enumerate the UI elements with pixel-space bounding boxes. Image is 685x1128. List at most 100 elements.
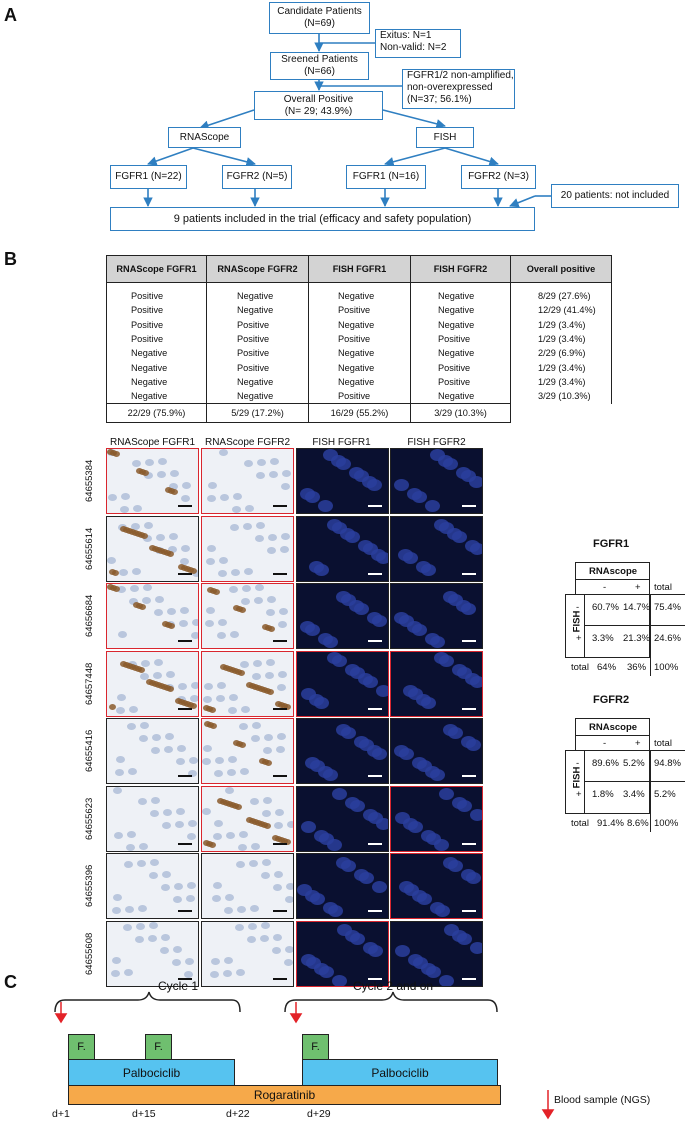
header-fish-fgfr1: FISH FGFR1 bbox=[308, 255, 411, 283]
table-cell: Negative bbox=[410, 389, 511, 404]
table-cell: Negative bbox=[308, 282, 411, 304]
ihc-micrograph bbox=[106, 718, 199, 784]
sample-id-label: 64657448 bbox=[84, 662, 95, 706]
table-cell: 1/29 (3.4%) bbox=[510, 374, 612, 390]
table-cell: Positive bbox=[206, 360, 309, 375]
fish-micrograph bbox=[296, 718, 389, 784]
table-cell: 2/29 (6.9%) bbox=[510, 346, 612, 361]
fish-micrograph bbox=[390, 786, 483, 852]
fgfr2-col-total: 91.4% bbox=[597, 818, 624, 829]
table-cell: Positive bbox=[106, 331, 207, 347]
table-total-cell: 3/29 (10.3%) bbox=[410, 403, 511, 424]
table-cell: Negative bbox=[206, 303, 309, 318]
ihc-micrograph bbox=[201, 448, 294, 514]
ihc-micrograph bbox=[106, 786, 199, 852]
ihc-micrograph bbox=[201, 516, 294, 582]
rogaratinib-bar: Rogaratinib bbox=[68, 1085, 501, 1105]
overall-positive-box: Overall Positive (N= 29; 43.9%) bbox=[254, 91, 383, 120]
candidate-label: Candidate Patients bbox=[277, 6, 362, 17]
rna-fgfr2-box: FGFR2 (N=5) bbox=[222, 165, 292, 189]
ct-border bbox=[584, 625, 685, 627]
included-label: 9 patients included in the trial (effica… bbox=[173, 213, 472, 225]
ihc-micrograph bbox=[201, 786, 294, 852]
fgfr1-cell: 60.7% bbox=[592, 602, 619, 613]
sample-id-label: 64655623 bbox=[84, 797, 95, 841]
table-cell: 1/29 (3.4%) bbox=[510, 360, 612, 375]
fish-micrograph bbox=[296, 651, 389, 717]
header-rnascope-fgfr1: RNAScope FGFR1 bbox=[106, 255, 207, 283]
fgfr1-col-minus: - bbox=[603, 582, 607, 593]
nonamplified-line2: non-overexpressed bbox=[407, 82, 493, 93]
fgfr2-col-minus: - bbox=[603, 738, 607, 749]
table-cell: Negative bbox=[410, 303, 511, 318]
nonamplified-line1: FGFR1/2 non-amplified, bbox=[407, 70, 514, 81]
day-label-15: d+15 bbox=[132, 1108, 156, 1120]
fgfr1-grand-total: 100% bbox=[654, 662, 679, 673]
fgfr2-total-header: total bbox=[654, 738, 672, 749]
table-total-cell: 5/29 (17.2%) bbox=[206, 403, 309, 424]
ct-border bbox=[575, 750, 685, 752]
table-cell: Positive bbox=[206, 331, 309, 347]
candidate-patients-box: Candidate Patients (N=69) bbox=[269, 2, 370, 34]
ihc-micrograph bbox=[201, 583, 294, 649]
fish-fgfr2-label: FGFR2 (N=3) bbox=[468, 171, 529, 182]
exitus-text: Exitus: N=1 bbox=[380, 30, 432, 41]
fish-micrograph bbox=[390, 921, 483, 987]
ct-border bbox=[575, 579, 650, 581]
screened-count: (N=66) bbox=[304, 66, 335, 77]
table-cell: Negative bbox=[410, 346, 511, 361]
ihc-micrograph bbox=[106, 853, 199, 919]
ihc-micrograph bbox=[201, 718, 294, 784]
fgfr2-row-header: FISH bbox=[571, 766, 583, 789]
fgfr2-row-total: 5.2% bbox=[654, 789, 676, 800]
blood-sample-legend: Blood sample (NGS) bbox=[554, 1094, 651, 1106]
fish-micrograph bbox=[390, 516, 483, 582]
fgfr2-grand-total: 100% bbox=[654, 818, 679, 829]
fish-micrograph bbox=[296, 448, 389, 514]
table-cell: Positive bbox=[106, 303, 207, 318]
screened-label: Sreened Patients bbox=[281, 54, 358, 65]
f-marker-3: F. bbox=[302, 1034, 329, 1060]
rna-fgfr1-label: FGFR1 (N=22) bbox=[115, 171, 182, 182]
fish-fgfr1-label: FGFR1 (N=16) bbox=[352, 171, 420, 182]
flowchart-connectors bbox=[143, 34, 551, 208]
nonamplified-line3: (N=37; 56.1%) bbox=[407, 94, 472, 105]
rnascope-box: RNAScope bbox=[168, 127, 241, 148]
header-overall-positive: Overall positive bbox=[510, 255, 612, 283]
ct-border bbox=[584, 781, 685, 783]
fish-micrograph bbox=[390, 853, 483, 919]
fish-micrograph bbox=[390, 651, 483, 717]
candidate-count: (N=69) bbox=[304, 18, 335, 29]
ct-border bbox=[650, 658, 652, 676]
fish-micrograph bbox=[390, 583, 483, 649]
grid-col-rnascope-fgfr2: RNAScope FGFR2 bbox=[204, 437, 291, 448]
fish-micrograph bbox=[296, 516, 389, 582]
table-cell: 1/29 (3.4%) bbox=[510, 317, 612, 332]
grid-col-fish-fgfr2: FISH FGFR2 bbox=[407, 437, 466, 448]
table-cell: Negative bbox=[106, 374, 207, 390]
not-included-box: 20 patients: not included bbox=[551, 184, 679, 208]
cycle1-brace bbox=[54, 991, 241, 1013]
ct-border bbox=[650, 814, 652, 832]
fgfr2-row-total: 94.8% bbox=[654, 758, 681, 769]
fgfr2-col-total: 8.6% bbox=[627, 818, 649, 829]
fish-fgfr2-box: FGFR2 (N=3) bbox=[461, 165, 536, 189]
grid-col-fish-fgfr1: FISH FGFR1 bbox=[312, 437, 371, 448]
panel-label-b: B bbox=[4, 249, 17, 269]
ihc-micrograph bbox=[201, 651, 294, 717]
ihc-micrograph bbox=[106, 583, 199, 649]
table-cell: Positive bbox=[206, 346, 309, 361]
ihc-micrograph bbox=[201, 853, 294, 919]
fish-micrograph bbox=[296, 786, 389, 852]
sample-id-label: 64655416 bbox=[84, 729, 95, 773]
table-cell: Negative bbox=[106, 346, 207, 361]
table-cell: Negative bbox=[206, 374, 309, 390]
ihc-micrograph bbox=[106, 921, 199, 987]
cycle2-label: Cycle 2 and on bbox=[353, 979, 434, 993]
table-cell: 3/29 (10.3%) bbox=[510, 389, 612, 404]
